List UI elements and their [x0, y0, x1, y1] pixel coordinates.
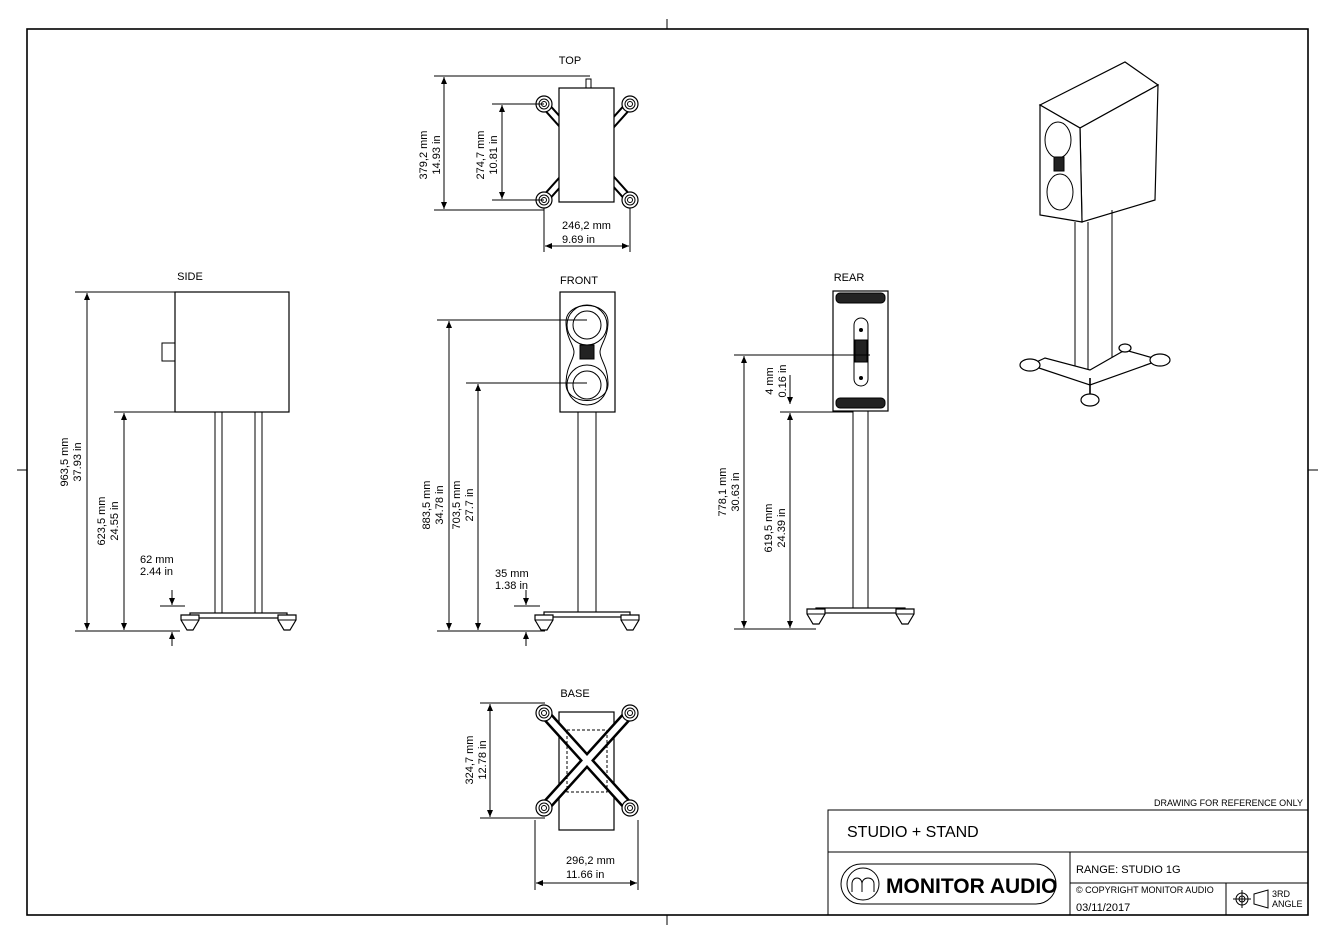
projection-line1: 3RD — [1272, 889, 1291, 899]
third-angle-projection-icon — [1233, 889, 1269, 909]
top-dim-depth-mm: 274,7 mm — [475, 131, 487, 180]
front-dim-spike-mm: 35 mm — [495, 568, 529, 580]
rear-view-label: REAR — [834, 272, 865, 284]
front-dim-woofer-in: 27.7 in — [464, 488, 476, 521]
rear-dim-stand-mm: 619,5 mm — [763, 504, 775, 553]
side-dim-stand-in: 24.55 in — [109, 501, 121, 540]
side-view-label: SIDE — [177, 271, 203, 283]
rear-dim-port-mm: 778,1 mm — [717, 468, 729, 517]
front-dim-tweeter-in: 34.78 in — [434, 485, 446, 524]
rear-view: REAR 778,1 mm 30.63 in 619,5 mm 24.39 in… — [717, 272, 915, 630]
top-dim-height-mm: 379,2 mm — [418, 131, 430, 180]
base-dim-depth-in: 12.78 in — [477, 740, 489, 779]
top-dim-height-in: 14.93 in — [431, 135, 443, 174]
top-dim-width-mm: 246,2 mm — [562, 220, 611, 232]
rear-dim-gap-mm: 4 mm — [764, 367, 776, 395]
isometric-view — [1019, 61, 1171, 407]
base-dim-width-mm: 296,2 mm — [566, 855, 615, 867]
title-block: DRAWING FOR REFERENCE ONLY STUDIO + STAN… — [827, 798, 1309, 916]
side-dim-total-mm: 963,5 mm — [59, 438, 71, 487]
logo-text: MONITOR AUDIO — [886, 875, 1058, 898]
base-view: BASE 324,7 mm 12.78 in 296,2 mm 11.66 in — [464, 688, 639, 890]
front-dim-spike-in: 1.38 in — [495, 580, 528, 592]
rear-dim-port-in: 30.63 in — [730, 472, 742, 511]
front-dim-woofer-mm: 703,5 mm — [451, 481, 463, 530]
top-view-label: TOP — [559, 55, 581, 67]
drawing-date: 03/11/2017 — [1076, 902, 1130, 914]
base-dim-depth-mm: 324,7 mm — [464, 736, 476, 785]
top-dim-width-in: 9.69 in — [562, 234, 595, 246]
top-dim-depth-in: 10.81 in — [488, 135, 500, 174]
top-view: TOP 379,2 mm 14.93 in 274,7 mm 10.81 in … — [418, 55, 639, 252]
projection-line2: ANGLE — [1272, 899, 1303, 909]
front-dim-tweeter-mm: 883,5 mm — [421, 481, 433, 530]
side-dim-spike-mm: 62 mm — [140, 554, 174, 566]
drawing-title: STUDIO + STAND — [847, 824, 979, 841]
reference-note: DRAWING FOR REFERENCE ONLY — [1154, 798, 1303, 808]
monitor-audio-logo: MONITOR AUDIO — [840, 863, 1058, 905]
side-dim-spike-in: 2.44 in — [140, 566, 173, 578]
base-view-label: BASE — [560, 688, 589, 700]
front-view-label: FRONT — [560, 275, 598, 287]
side-dim-stand-mm: 623,5 mm — [96, 497, 108, 546]
base-dim-width-in: 11.66 in — [566, 869, 604, 881]
front-view: FRONT 883,5 mm 34.78 in 703,5 mm 27.7 in… — [421, 275, 640, 646]
side-view: SIDE 963,5 mm 37.93 in 623,5 mm 24.55 in… — [59, 271, 297, 646]
side-dim-total-in: 37.93 in — [72, 442, 84, 481]
center-ticks — [17, 19, 1318, 925]
range-label: RANGE: STUDIO 1G — [1076, 864, 1181, 876]
rear-dim-stand-in: 24.39 in — [776, 508, 788, 547]
copyright: © COPYRIGHT MONITOR AUDIO — [1076, 885, 1214, 895]
rear-dim-gap-in: 0.16 in — [777, 364, 789, 397]
